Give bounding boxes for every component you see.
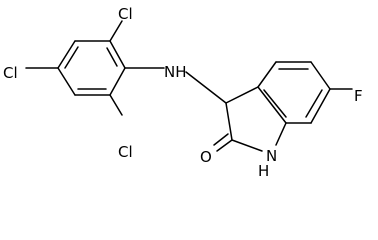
atom-cl-top: Cl <box>118 5 133 23</box>
bond <box>106 47 118 67</box>
bond <box>231 139 263 152</box>
bond <box>225 86 259 104</box>
atom-oxygen: O <box>200 148 212 166</box>
atom-fluorine: F <box>354 87 363 105</box>
bond <box>225 102 233 141</box>
atom-h-lactam: H <box>258 162 269 180</box>
bond <box>64 46 79 69</box>
atom-cl-bottom: Cl <box>118 143 133 161</box>
bond <box>275 122 287 146</box>
bond <box>257 86 287 124</box>
bond <box>310 88 331 124</box>
bonds <box>25 20 353 152</box>
bond <box>109 20 123 42</box>
bond <box>109 94 123 116</box>
bond <box>305 89 323 118</box>
bond <box>263 89 287 118</box>
bond <box>185 71 227 104</box>
bond <box>57 40 76 69</box>
bond <box>216 139 233 152</box>
molecule-structure: Cl Cl Cl NH F O H N <box>3 5 363 180</box>
bond <box>310 61 331 90</box>
atom-n-lactam: N <box>266 147 277 165</box>
bond <box>109 67 126 96</box>
atom-labels: Cl Cl Cl NH F O H N <box>3 5 363 180</box>
bond <box>257 61 277 88</box>
atom-nh-amine: NH <box>164 63 187 81</box>
bond <box>109 40 126 69</box>
bond <box>213 133 229 146</box>
atom-cl-left: Cl <box>3 64 18 82</box>
bond <box>57 67 76 96</box>
